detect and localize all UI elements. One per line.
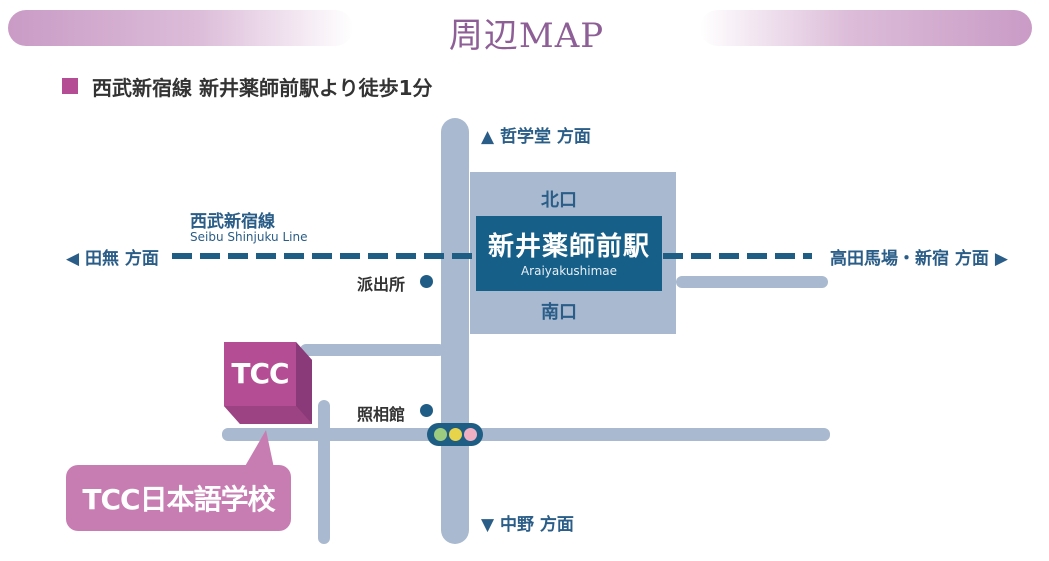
- direction-east: 高田馬場・新宿 方面 ▶: [830, 249, 1008, 269]
- photo-studio-label: 照相館: [357, 405, 406, 424]
- banner-right: [700, 10, 1032, 46]
- photo-studio-marker: [420, 404, 433, 417]
- direction-west: ◀ 田無 方面: [66, 249, 159, 269]
- traffic-light-green: [434, 428, 447, 441]
- traffic-light-yellow: [449, 428, 462, 441]
- station-name-en: Araiyakushimae: [520, 264, 618, 278]
- station-box: [476, 216, 662, 291]
- police-box-marker: [420, 275, 433, 288]
- banner-left: [8, 10, 353, 46]
- east-side-road: [676, 276, 828, 288]
- railway-name-en: Seibu Shinjuku Line: [190, 230, 308, 244]
- school-building-label: TCC: [231, 357, 289, 390]
- access-info: 西武新宿線 新井薬師前駅より徒歩1分: [92, 76, 433, 100]
- police-box-label: 派出所: [357, 275, 406, 294]
- page-title: 周辺MAP: [448, 16, 605, 56]
- south-exit-label: 南口: [541, 302, 577, 323]
- school-road-upper: [300, 344, 445, 356]
- school-building-icon: [224, 342, 312, 424]
- north-exit-label: 北口: [541, 190, 577, 211]
- school-callout-pointer: [244, 430, 274, 468]
- railway-name: 西武新宿線: [190, 212, 275, 232]
- school-callout: [66, 465, 291, 531]
- school-name: TCC日本語学校: [82, 483, 275, 516]
- main-road-vertical: [441, 118, 469, 544]
- traffic-light-red: [464, 428, 477, 441]
- station-name: 新井薬師前駅: [487, 232, 650, 262]
- bullet-square-icon: [62, 78, 78, 94]
- direction-south: ▼ 中野 方面: [481, 515, 574, 535]
- direction-north: ▲ 哲学堂 方面: [481, 127, 591, 147]
- lower-road: [222, 428, 830, 441]
